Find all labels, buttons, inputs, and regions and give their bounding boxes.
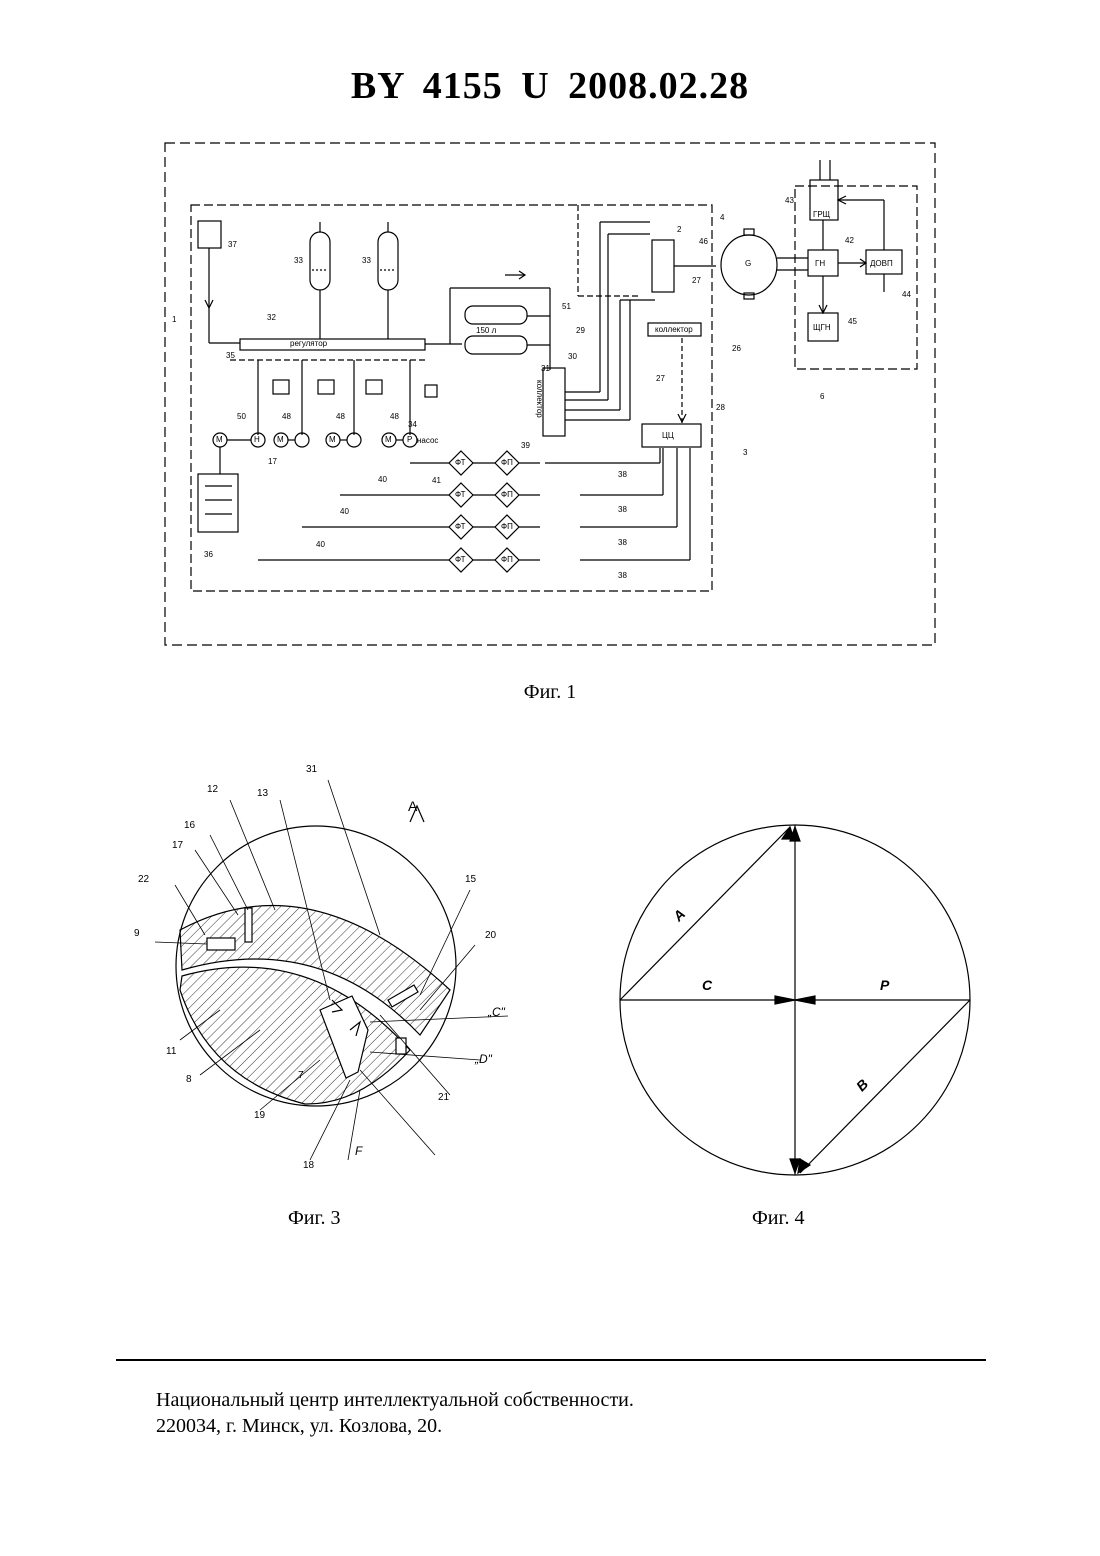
- label-c-dd: „C": [488, 1005, 505, 1019]
- label-17: 17: [172, 840, 183, 851]
- label-26: 26: [732, 344, 741, 353]
- label-38c: 38: [618, 538, 627, 547]
- label-p: Р: [407, 435, 412, 444]
- label-d-dd: „D": [475, 1052, 492, 1066]
- label-40b: 40: [340, 507, 349, 516]
- label-33a: 33: [294, 256, 303, 265]
- label-ft-4: ФТ: [455, 555, 466, 564]
- label-27a: 27: [692, 276, 701, 285]
- figure-4-labels: A B C P: [610, 815, 980, 1185]
- figure-1-labels: 1 2 3 4 6 17 26 27 27 28 29 30 31 32 33 …: [0, 0, 1100, 680]
- label-29: 29: [576, 326, 585, 335]
- label-39: 39: [521, 441, 530, 450]
- figure-3-caption: Фиг. 3: [288, 1207, 340, 1230]
- label-31: 31: [306, 764, 317, 775]
- label-motor-2: М: [277, 435, 284, 444]
- label-f-mark: F: [355, 1144, 362, 1158]
- label-51: 51: [562, 302, 571, 311]
- label-27b: 27: [656, 374, 665, 383]
- label-gn: ГН: [815, 259, 825, 268]
- label-20: 20: [485, 930, 496, 941]
- label-7: 7: [298, 1070, 304, 1081]
- label-15: 15: [465, 874, 476, 885]
- label-2: 2: [677, 225, 681, 234]
- label-48c: 48: [390, 412, 399, 421]
- label-22: 22: [138, 874, 149, 885]
- label-40a: 40: [378, 475, 387, 484]
- label-34: 34: [408, 420, 417, 429]
- label-shch: ЩГН: [813, 323, 831, 332]
- label-collector-vertical: коллектор: [535, 380, 544, 418]
- label-38d: 38: [618, 571, 627, 580]
- label-41: 41: [432, 476, 441, 485]
- label-11: 11: [166, 1046, 176, 1057]
- label-volume: 150 л: [476, 326, 496, 335]
- label-grp: ГРЩ: [813, 210, 830, 219]
- label-33b: 33: [362, 256, 371, 265]
- label-vector-p: P: [880, 977, 889, 993]
- label-38a: 38: [618, 470, 627, 479]
- label-vector-a: A: [670, 906, 688, 924]
- label-h: Н: [254, 435, 260, 444]
- label-46: 46: [699, 237, 708, 246]
- label-vector-b: B: [853, 1076, 871, 1094]
- label-ft-1: ФТ: [455, 458, 466, 467]
- label-fp-3: ФП: [501, 522, 513, 531]
- footer-address: 220034, г. Минск, ул. Козлова, 20.: [156, 1415, 442, 1438]
- figure-4-caption: Фиг. 4: [752, 1207, 804, 1230]
- label-44: 44: [902, 290, 911, 299]
- label-48b: 48: [336, 412, 345, 421]
- label-cc: ЦЦ: [662, 431, 674, 440]
- label-37: 37: [228, 240, 237, 249]
- label-8: 8: [186, 1074, 192, 1085]
- label-19: 19: [254, 1110, 265, 1121]
- label-6: 6: [820, 392, 824, 401]
- label-fp-4: ФП: [501, 555, 513, 564]
- label-gen: G: [745, 259, 751, 268]
- label-vector-c: C: [702, 977, 712, 993]
- label-motor-1: М: [216, 435, 223, 444]
- label-motor-4: М: [385, 435, 392, 444]
- label-12: 12: [207, 784, 218, 795]
- label-40c: 40: [316, 540, 325, 549]
- figure-3-labels: 7 8 9 11 12 13 15 16 17 18 19 20 21 22 3…: [120, 760, 540, 1180]
- label-45: 45: [848, 317, 857, 326]
- label-3: 3: [743, 448, 747, 457]
- label-fp-1: ФП: [501, 458, 513, 467]
- label-38b: 38: [618, 505, 627, 514]
- label-9: 9: [134, 928, 140, 939]
- label-motor-3: М: [329, 435, 336, 444]
- label-43: 43: [785, 196, 794, 205]
- label-32: 32: [267, 313, 276, 322]
- label-dovp: ДОВП: [870, 259, 893, 268]
- label-35: 35: [226, 351, 235, 360]
- label-42: 42: [845, 236, 854, 245]
- figure-1-caption: Фиг. 1: [0, 681, 1100, 704]
- label-31: 31: [541, 364, 550, 373]
- label-1: 1: [172, 315, 176, 324]
- label-17: 17: [268, 457, 277, 466]
- label-13: 13: [257, 788, 268, 799]
- label-4: 4: [720, 213, 724, 222]
- label-36: 36: [204, 550, 213, 559]
- footer-organization: Национальный центр интеллектуальной собс…: [156, 1389, 634, 1412]
- label-18: 18: [303, 1160, 314, 1171]
- label-50: 50: [237, 412, 246, 421]
- label-28: 28: [716, 403, 725, 412]
- label-48a: 48: [282, 412, 291, 421]
- label-ft-3: ФТ: [455, 522, 466, 531]
- label-ft-2: ФТ: [455, 490, 466, 499]
- label-regulator: регулятор: [290, 339, 327, 348]
- label-30: 30: [568, 352, 577, 361]
- label-21: 21: [438, 1092, 449, 1103]
- label-16: 16: [184, 820, 195, 831]
- label-collector-horizontal: коллектор: [655, 325, 693, 334]
- footer-divider: [116, 1359, 986, 1361]
- label-view-a: A: [408, 798, 417, 814]
- label-fp-2: ФП: [501, 490, 513, 499]
- label-pump: насос: [417, 436, 438, 445]
